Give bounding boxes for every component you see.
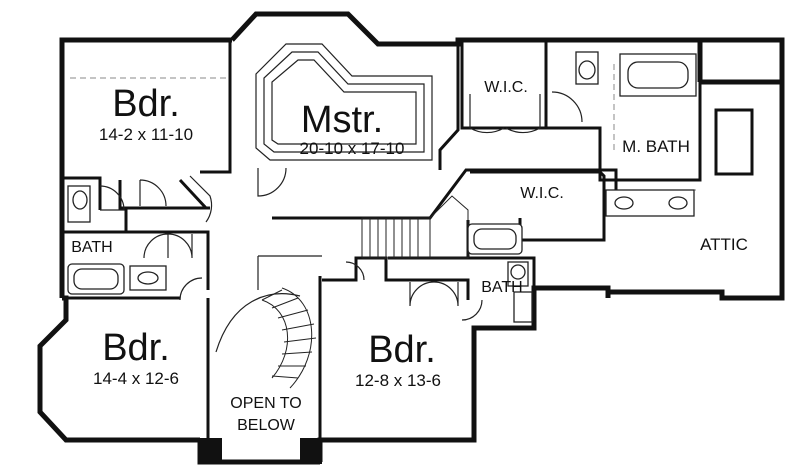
column-block-left: [200, 438, 222, 464]
bedroom-s-size: 12-8 x 13-6: [355, 371, 441, 390]
bedroom-s-name: Bdr.: [368, 329, 436, 371]
bath-west-label: BATH: [71, 239, 112, 256]
wic-mid-label: W.I.C.: [520, 185, 564, 202]
tray-ceiling: [255, 43, 433, 161]
room-labels: Bdr. 14-2 x 11-10 Mstr. 20-10 x 17-10 W.…: [71, 79, 748, 434]
master-name: Mstr.: [301, 99, 383, 141]
bath-center-label: BATH: [481, 279, 522, 296]
bedroom-sw-name: Bdr.: [102, 327, 170, 369]
door-swings: [99, 91, 583, 321]
attic-label: ATTIC: [700, 235, 748, 254]
wic-top-label: W.I.C.: [484, 79, 528, 96]
bedroom-sw-size: 14-4 x 12-6: [93, 369, 179, 388]
master-bath-label: M. BATH: [622, 137, 690, 156]
bedroom-nw-name: Bdr.: [112, 83, 180, 125]
fixtures: [67, 51, 697, 323]
sink-center: [513, 291, 533, 323]
open-to-below-line2: BELOW: [237, 417, 296, 434]
column-block-right: [300, 438, 322, 464]
master-size: 20-10 x 17-10: [300, 139, 405, 158]
bedroom-nw-size: 14-2 x 11-10: [99, 125, 193, 144]
open-to-below-line1: OPEN TO: [230, 395, 301, 412]
stairs-curved: [215, 287, 317, 389]
stairs-straight: [361, 195, 469, 259]
